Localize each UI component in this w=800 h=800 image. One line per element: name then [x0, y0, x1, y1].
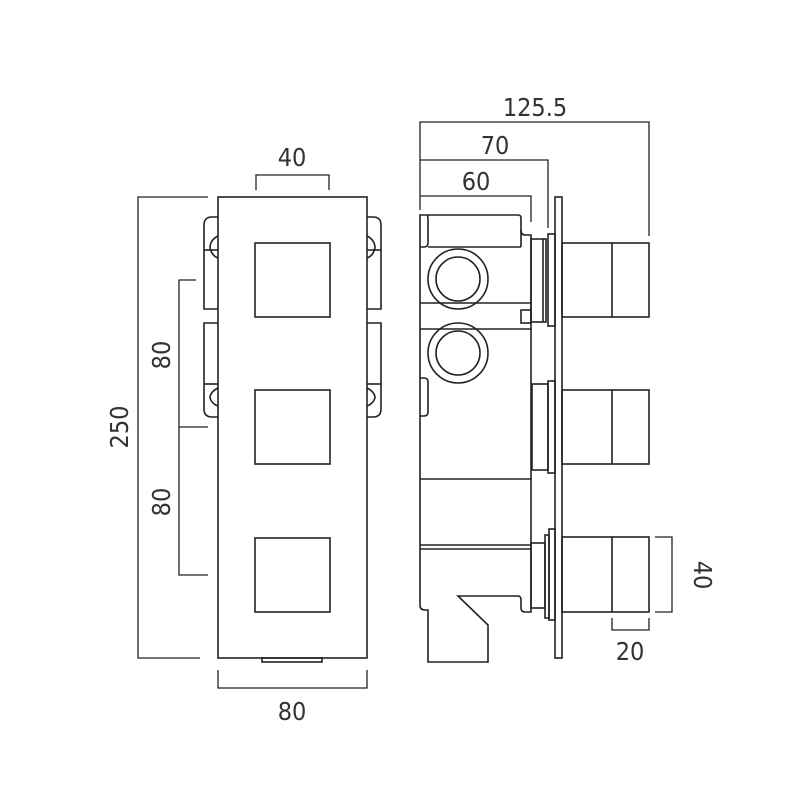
side-plate: [554, 196, 563, 659]
dimension-total-depth: 125.5: [419, 93, 650, 236]
faceplate: [217, 196, 368, 659]
side-handles: [561, 242, 650, 613]
dimension-label: 60: [462, 167, 491, 196]
handle-square-bottom: [254, 537, 331, 613]
dimension-width: 80: [217, 670, 368, 726]
dimension-label: 80: [147, 488, 176, 517]
inlet-inner: [435, 256, 481, 302]
bottom-tab: [261, 657, 323, 663]
dimension-label: 40: [278, 143, 307, 172]
handle-square-top: [254, 242, 331, 318]
spindles: [530, 233, 556, 621]
inlet-outer: [427, 322, 489, 384]
inlet-outer: [427, 248, 489, 310]
dimension-label: 20: [616, 637, 645, 666]
dimension-label: 125.5: [503, 93, 567, 122]
dimension-plate-depth: 70: [420, 131, 549, 228]
dimension-label: 80: [278, 697, 307, 726]
dimension-handle-width: 40: [255, 143, 330, 190]
side-view: 125.5 70 60 40 20: [419, 93, 717, 666]
mounting-brackets: [203, 216, 382, 418]
dimension-spacing: 80 80: [147, 279, 208, 576]
dimension-height: 250: [105, 196, 208, 659]
dimension-handle-height: 40: [655, 536, 717, 613]
dimension-label: 70: [481, 131, 510, 160]
body-tab: [520, 309, 532, 324]
dimension-handle-depth: 20: [611, 618, 650, 666]
handle-square-middle: [254, 389, 331, 465]
dimension-body-depth: 60: [420, 167, 532, 222]
dimension-label: 80: [147, 341, 176, 370]
front-view: 40 250 80 80 80: [105, 143, 382, 726]
dimension-label: 250: [105, 406, 134, 449]
valve-body: [419, 214, 532, 663]
dimension-label: 40: [688, 561, 717, 590]
inlet-inner: [435, 330, 481, 376]
